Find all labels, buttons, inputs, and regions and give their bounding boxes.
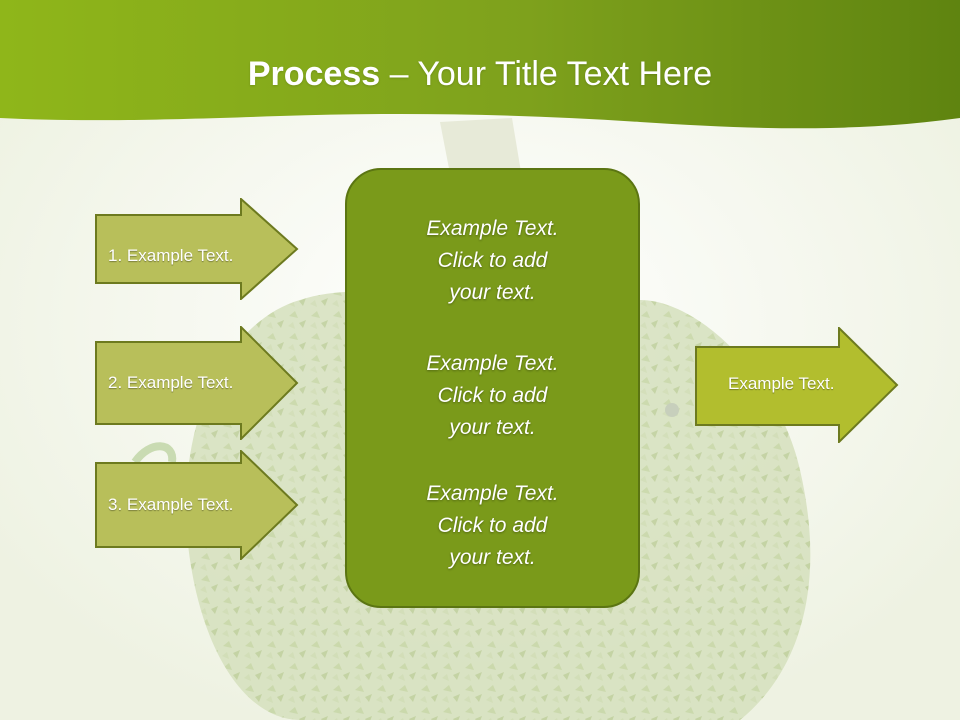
center-line: Example Text. — [426, 217, 559, 240]
center-line: your text. — [449, 281, 536, 304]
center-content-box[interactable]: Example Text. Click to add your text. Ex… — [345, 168, 640, 608]
center-text-block-3[interactable]: Example Text. Click to add your text. — [347, 478, 638, 574]
title-bold: Process — [247, 55, 381, 93]
left-arrow-2[interactable]: 2. Example Text. — [95, 326, 299, 440]
left-arrow-1[interactable]: 1. Example Text. — [95, 198, 299, 300]
header-band — [0, 0, 960, 129]
center-line: your text. — [449, 546, 536, 569]
slide-title: Process – Your Title Text Here — [0, 52, 960, 96]
center-line: Example Text. — [426, 352, 559, 375]
arrow-right-icon — [95, 326, 299, 440]
center-line: Click to add — [437, 384, 548, 407]
center-text-block-1[interactable]: Example Text. Click to add your text. — [347, 213, 638, 309]
left-arrow-label: 1. Example Text. — [108, 246, 234, 265]
left-arrow-label: 2. Example Text. — [108, 373, 234, 392]
arrow-right-icon — [695, 327, 899, 443]
right-arrow[interactable]: Example Text. — [695, 327, 899, 443]
arrow-right-icon — [95, 450, 299, 560]
center-line: Click to add — [437, 249, 548, 272]
right-arrow-label: Example Text. — [728, 374, 835, 393]
left-arrow-label: 3. Example Text. — [108, 495, 234, 514]
arrow-right-icon — [95, 198, 299, 300]
center-line: Example Text. — [426, 482, 559, 505]
left-arrow-3[interactable]: 3. Example Text. — [95, 450, 299, 560]
center-line: your text. — [449, 416, 536, 439]
center-text-block-2[interactable]: Example Text. Click to add your text. — [347, 348, 638, 444]
center-line: Click to add — [437, 514, 548, 537]
title-rest: – Your Title Text Here — [380, 55, 713, 93]
